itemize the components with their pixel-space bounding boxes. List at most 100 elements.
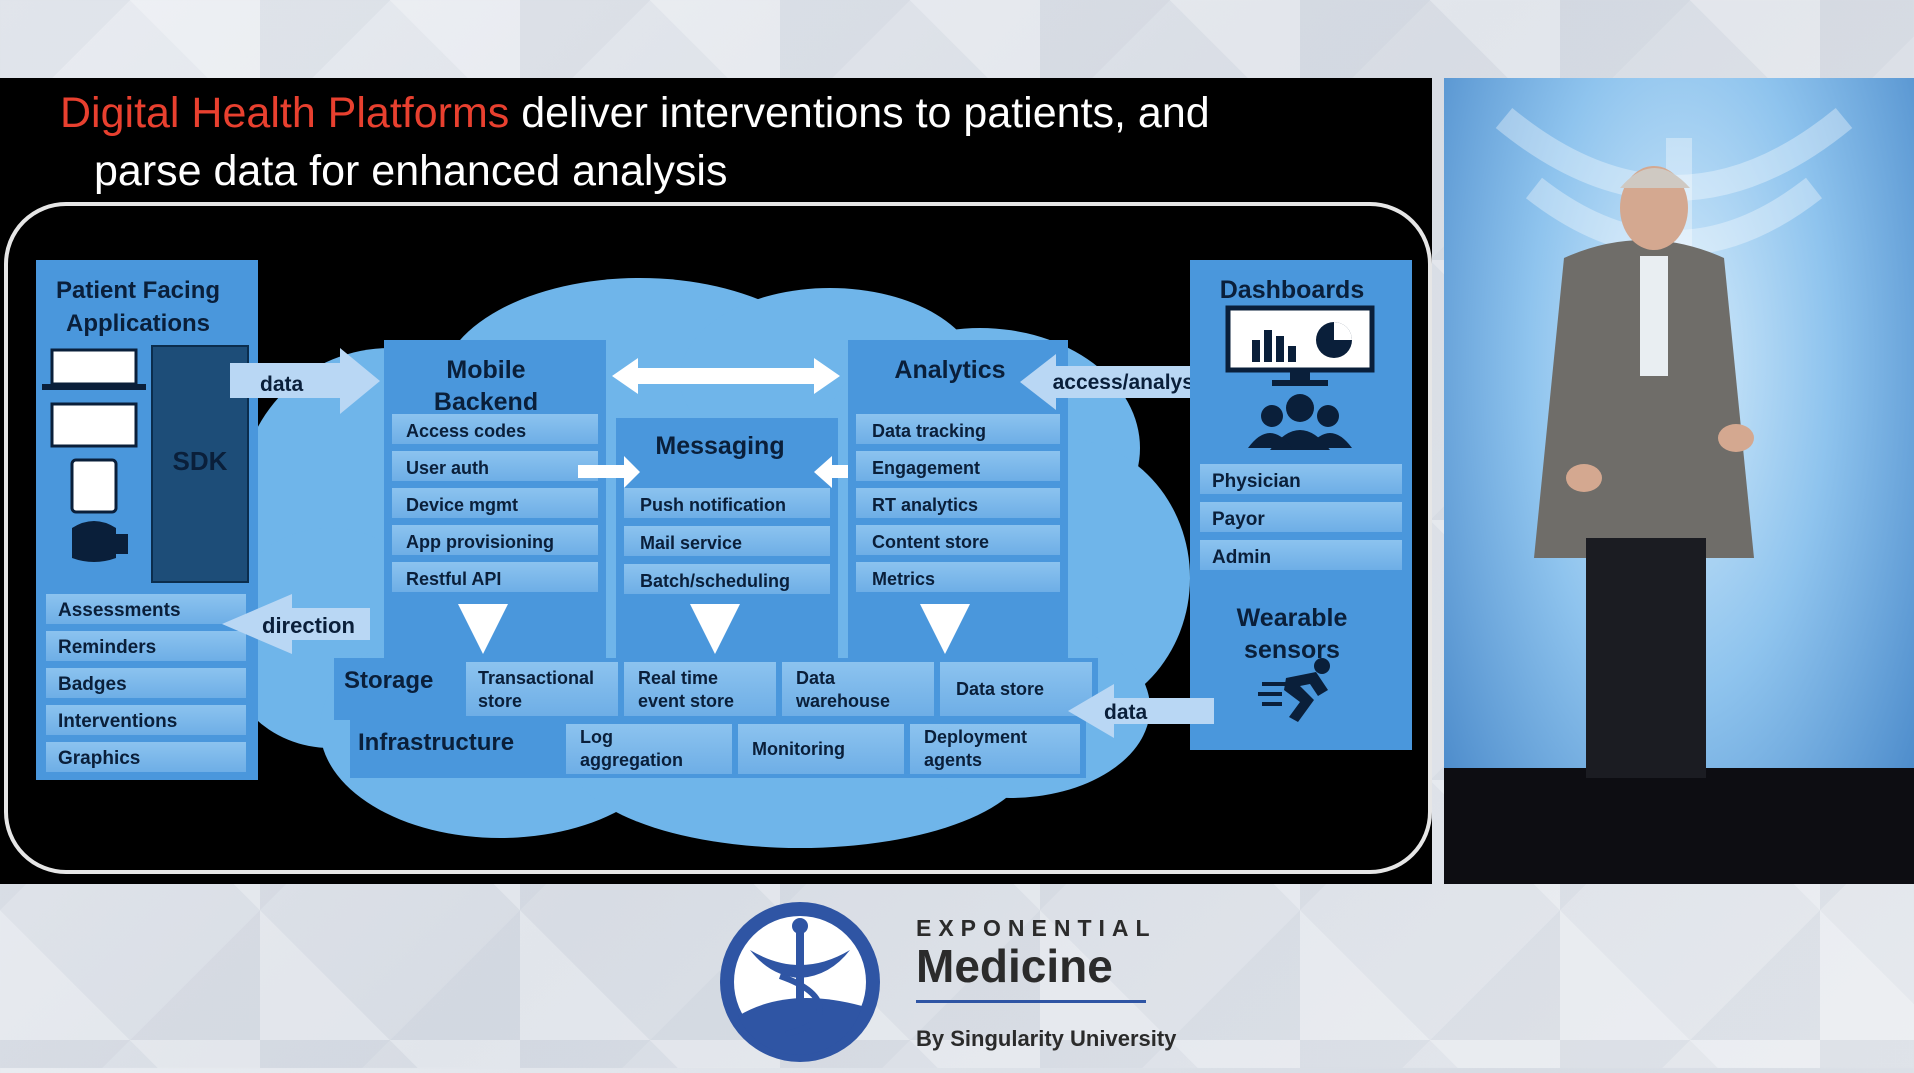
title-line1: deliver interventions to patients, and — [509, 89, 1210, 137]
list-item — [46, 705, 246, 735]
list-item — [856, 451, 1060, 481]
list-item — [856, 562, 1060, 592]
brand-line1: EXPONENTIAL — [916, 915, 1157, 941]
list-item — [392, 414, 598, 444]
brand-line2: Medicine — [916, 940, 1113, 992]
title-highlight: Digital Health Platforms — [60, 89, 510, 137]
list-item — [392, 488, 598, 518]
storage-cells: Transactional store Real time event stor… — [466, 662, 1092, 716]
analytics-item-0: Data tracking — [872, 421, 986, 441]
messaging-item-2: Batch/scheduling — [640, 571, 790, 591]
event-logo: EXPONENTIAL Medicine By Singularity Univ… — [714, 896, 1214, 1068]
bidirectional-arrow — [612, 358, 840, 394]
data-arrow-right — [230, 348, 380, 414]
mobile-backend-title-1: Mobile — [446, 356, 525, 384]
list-item — [1200, 540, 1402, 570]
down-arrow-messaging — [690, 604, 740, 654]
list-item — [392, 562, 598, 592]
infra-cell-1-l1: Monitoring — [752, 739, 845, 759]
storage-cell-0-l1: Transactional — [478, 668, 594, 688]
patient-item-0: Assessments — [58, 600, 181, 621]
tablet-icon — [50, 402, 138, 448]
list-item — [624, 526, 830, 556]
dashboards-title: Dashboards — [1220, 276, 1364, 304]
backend-item-3: App provisioning — [406, 532, 554, 552]
data-arrow-label: data — [260, 373, 304, 396]
brand-divider — [916, 1000, 1146, 1003]
storage-cell — [466, 662, 618, 716]
mobile-backend-items: Access codes User auth Device mgmt App p… — [392, 414, 598, 592]
laptop-icon — [42, 348, 146, 390]
storage-label: Storage — [344, 667, 433, 694]
infrastructure-cell — [738, 724, 904, 774]
dashboard-item-1: Payor — [1212, 509, 1265, 530]
backend-item-0: Access codes — [406, 421, 526, 441]
storage-cell — [940, 662, 1092, 716]
patient-apps-title-2: Applications — [66, 310, 210, 337]
dashboard-item-2: Admin — [1212, 547, 1271, 568]
direction-arrow-left — [222, 594, 370, 654]
brand-line3: By Singularity University — [916, 1026, 1177, 1051]
analytics-title: Analytics — [894, 356, 1005, 384]
messaging-items: Push notification Mail service Batch/sch… — [624, 488, 830, 594]
list-item — [46, 668, 246, 698]
presentation-slide: Digital Health Platforms deliver interve… — [0, 78, 1432, 884]
speaker-scene — [1444, 107, 1914, 884]
patient-apps-title-1: Patient Facing — [56, 277, 220, 304]
analytics-item-3: Content store — [872, 532, 989, 552]
title-line2: parse data for enhanced analysis — [94, 147, 728, 195]
diagram-frame — [4, 202, 1432, 874]
arrow-backend-to-messaging — [578, 456, 640, 488]
wearable-data-arrow — [1068, 684, 1214, 738]
storage-cell-2-l2: warehouse — [795, 691, 890, 711]
infra-cell-2-l1: Deployment — [924, 727, 1027, 747]
patient-item-3: Interventions — [58, 711, 177, 732]
list-item — [1200, 502, 1402, 532]
patient-item-1: Reminders — [58, 637, 156, 658]
list-item — [46, 742, 246, 772]
dashboard-monitor-icon — [1225, 305, 1375, 386]
direction-arrow-label: direction — [262, 613, 355, 638]
infrastructure-cell — [566, 724, 732, 774]
storage-cell — [624, 662, 776, 716]
infra-cell-2-l2: agents — [924, 750, 982, 770]
list-item — [624, 564, 830, 594]
storage-cell-1-l1: Real time — [638, 668, 718, 688]
storage-cell — [782, 662, 934, 716]
analytics-items: Data tracking Engagement RT analytics Co… — [856, 414, 1060, 592]
speaker-video-feed — [1444, 78, 1914, 884]
backend-item-1: User auth — [406, 458, 489, 478]
patient-items: Assessments Reminders Badges Interventio… — [46, 594, 246, 772]
vr-headset-icon — [72, 521, 128, 562]
infra-cell-0-l2: aggregation — [580, 750, 683, 770]
runner-icon — [1258, 658, 1330, 722]
infrastructure-cell — [910, 724, 1080, 774]
analytics-item-2: RT analytics — [872, 495, 978, 515]
storage-cell-2-l1: Data — [796, 668, 836, 688]
backend-item-4: Restful API — [406, 569, 501, 589]
list-item — [46, 594, 246, 624]
patient-item-4: Graphics — [58, 748, 140, 769]
wearable-data-label: data — [1104, 701, 1148, 724]
infra-cell-0-l1: Log — [580, 727, 613, 747]
caduceus-logo-icon — [720, 902, 880, 1062]
list-item — [856, 488, 1060, 518]
patient-item-2: Badges — [58, 674, 127, 695]
storage-cell-1-l2: event store — [638, 691, 734, 711]
wearables-title-1: Wearable — [1237, 604, 1348, 632]
list-item — [392, 451, 598, 481]
stage-floor — [1444, 768, 1914, 884]
backend-item-2: Device mgmt — [406, 495, 518, 515]
down-arrow-analytics — [920, 604, 970, 654]
infrastructure-label: Infrastructure — [358, 729, 514, 756]
analytics-item-4: Metrics — [872, 569, 935, 589]
slide-title: Digital Health Platforms deliver interve… — [60, 84, 1400, 200]
messaging-item-0: Push notification — [640, 495, 786, 515]
sdk-label: SDK — [173, 446, 228, 476]
list-item — [624, 488, 830, 518]
arrow-analytics-to-messaging — [814, 456, 868, 488]
mobile-backend-title-2: Backend — [434, 388, 538, 416]
down-arrow-backend — [458, 604, 508, 654]
list-item — [392, 525, 598, 555]
access-analysis-arrow — [1020, 354, 1240, 410]
